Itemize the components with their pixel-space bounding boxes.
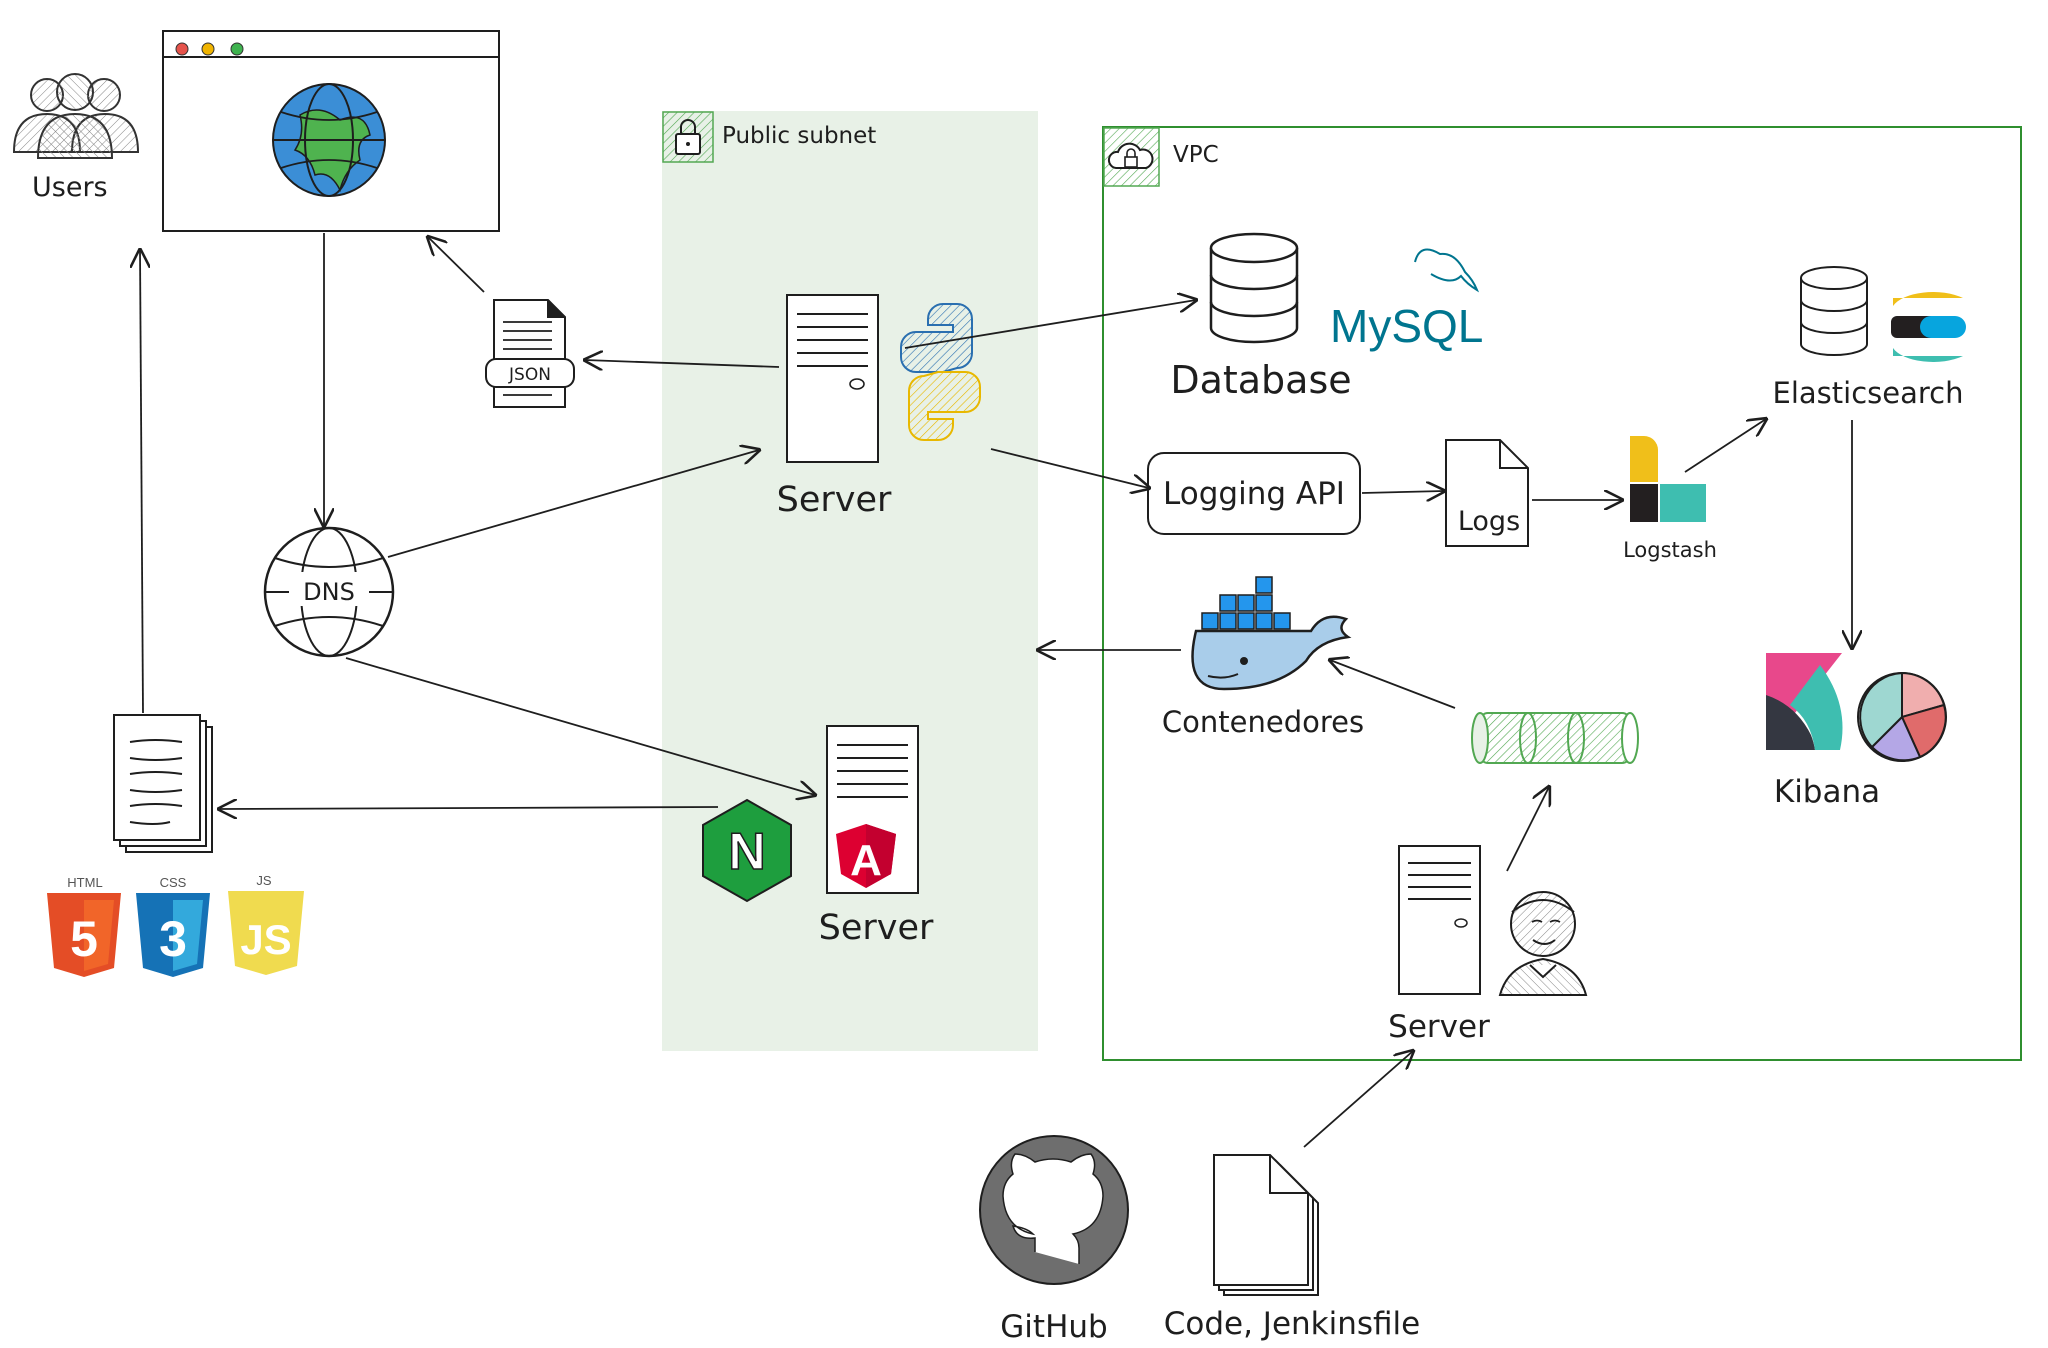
json-file-icon bbox=[485, 299, 575, 408]
arrow-dns-to-server bbox=[387, 450, 759, 558]
arrow-code-to-jenkins bbox=[1303, 1051, 1413, 1148]
nginx-icon: N bbox=[702, 798, 792, 903]
github-label: GitHub bbox=[1000, 1309, 1107, 1345]
logs-label: Logs bbox=[1458, 506, 1520, 537]
css-glyph: 3 bbox=[159, 911, 187, 967]
server-icon bbox=[786, 294, 879, 463]
globe-icon bbox=[272, 83, 386, 197]
js-icon: JS JS bbox=[228, 873, 304, 975]
file-icon bbox=[1213, 1154, 1319, 1296]
angular-glyph: A bbox=[850, 836, 882, 885]
json-label: JSON bbox=[508, 365, 551, 385]
contenedores-label: Contenedores bbox=[1162, 705, 1364, 739]
arrow-logstash-to-elastic bbox=[1684, 419, 1766, 473]
dns-label: DNS bbox=[303, 578, 355, 606]
html-label: HTML bbox=[67, 875, 102, 890]
dns-globe-icon bbox=[263, 526, 395, 658]
css3-icon: CSS 3 bbox=[136, 875, 210, 977]
arrow-server-to-json bbox=[585, 360, 780, 367]
logging-api-label: Logging API bbox=[1163, 476, 1345, 512]
arrow-json-to-browser bbox=[428, 237, 485, 293]
pie-chart-icon bbox=[1857, 671, 1947, 762]
js-glyph: JS bbox=[240, 916, 291, 963]
html-glyph: 5 bbox=[70, 911, 98, 967]
arrow-docs-to-browser bbox=[140, 250, 143, 714]
server-icon bbox=[1398, 845, 1481, 995]
css-label: CSS bbox=[160, 875, 187, 890]
arrow-pipeline-to-docker bbox=[1330, 660, 1456, 709]
arrow-server-to-database bbox=[904, 300, 1196, 349]
elasticsearch-label: Elasticsearch bbox=[1773, 376, 1964, 410]
vpc-label: VPC bbox=[1173, 142, 1219, 168]
arrow-python-to-logging bbox=[990, 448, 1149, 488]
jenkins-icon bbox=[1498, 891, 1588, 996]
kibana-icon bbox=[1766, 653, 1843, 750]
github-icon bbox=[979, 1135, 1129, 1285]
connectors bbox=[140, 233, 1852, 1148]
server-angular-label: Server bbox=[819, 908, 934, 948]
docker-icon bbox=[1191, 576, 1352, 691]
arrow-dns-to-angular-server bbox=[345, 657, 815, 795]
js-label: JS bbox=[256, 873, 272, 888]
angular-icon: A bbox=[836, 824, 896, 888]
logstash-icon bbox=[1630, 436, 1706, 522]
database-icon bbox=[1800, 266, 1868, 356]
mysql-label: MySQL bbox=[1330, 300, 1483, 352]
pipeline-icon bbox=[1471, 712, 1639, 764]
cloud-lock-icon bbox=[1103, 127, 1160, 187]
vpc-group: VPC bbox=[1102, 126, 2022, 1061]
html5-icon: HTML 5 bbox=[47, 875, 121, 977]
public-subnet-area bbox=[662, 111, 1038, 1051]
lock-icon bbox=[662, 111, 714, 163]
nginx-glyph: N bbox=[728, 823, 766, 881]
database-icon bbox=[1209, 232, 1299, 344]
documents-icon bbox=[113, 714, 213, 853]
server-jenkins-label: Server bbox=[1388, 1009, 1490, 1045]
public-subnet-group: Public subnet bbox=[662, 111, 1038, 1051]
kibana-label: Kibana bbox=[1774, 774, 1880, 810]
database-label: Database bbox=[1170, 358, 1351, 402]
server-python-label: Server bbox=[777, 480, 892, 520]
arrow-nginx-to-docs bbox=[219, 807, 719, 809]
public-subnet-label: Public subnet bbox=[722, 123, 876, 149]
logstash-label: Logstash bbox=[1623, 538, 1717, 562]
file-icon bbox=[1445, 439, 1529, 547]
users-label: Users bbox=[32, 172, 108, 203]
mysql-logo: MySQL bbox=[1330, 248, 1483, 352]
code-jenkinsfile-label: Code, Jenkinsfile bbox=[1164, 1306, 1421, 1342]
arrow-logging-to-logs bbox=[1361, 491, 1444, 493]
users-icon bbox=[12, 73, 140, 159]
elasticsearch-icon bbox=[1891, 292, 1966, 362]
vpc-border bbox=[1102, 126, 2022, 1061]
arrow-jenkins-to-pipeline bbox=[1506, 787, 1549, 872]
browser-window bbox=[162, 30, 500, 232]
python-icon bbox=[900, 303, 981, 441]
